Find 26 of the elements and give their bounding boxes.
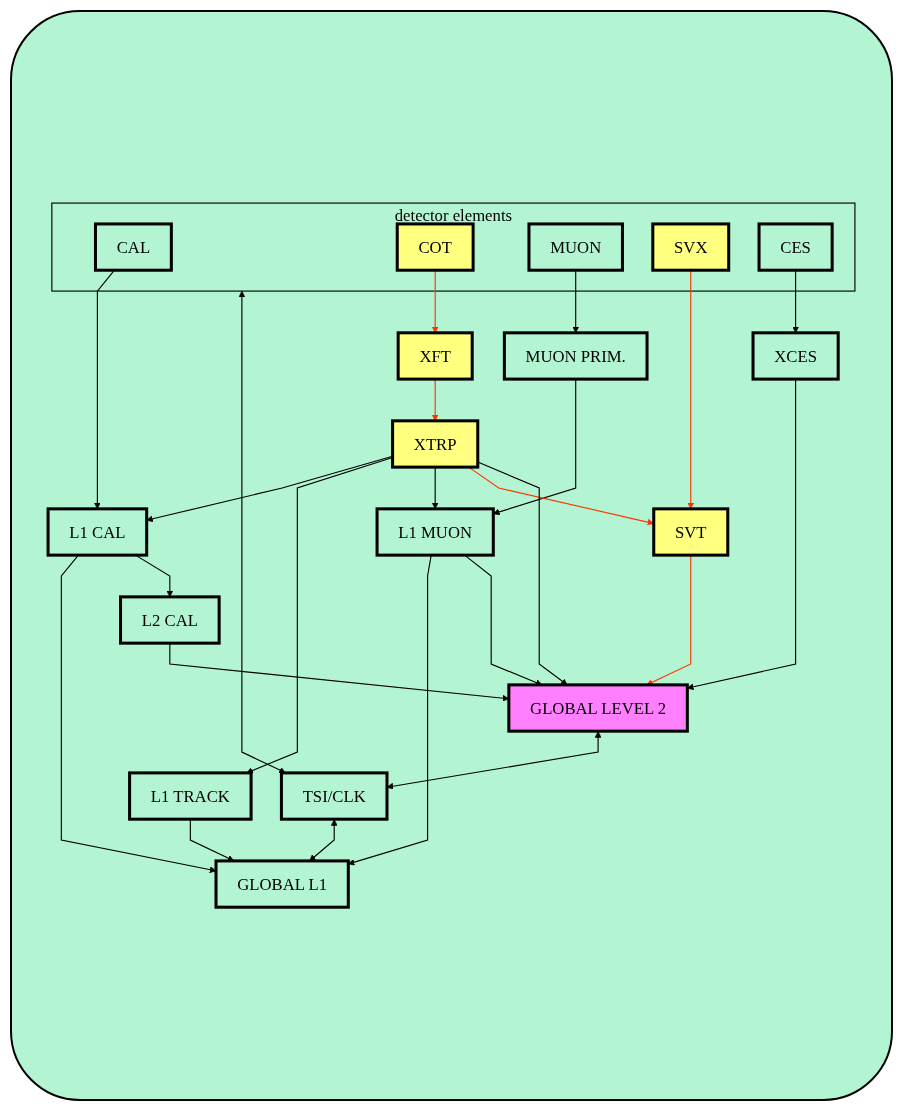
arrow [687,270,695,510]
node-box [46,507,149,557]
node-box [527,222,624,273]
node-box [375,507,495,557]
node-box [279,771,389,822]
arrow [309,819,338,862]
node-box [651,222,731,273]
arrow [792,270,799,334]
arrow [572,270,580,334]
node-box [391,419,480,469]
node-box [93,222,173,273]
panel-background: detector elements CAL COT MUON SVX CES XFT MUON PRIM. XCES XTRP L1 CAL L1 TRACK L1 MUON GLOBAL L1 SVT L2 CAL GLOBAL LEVEL 2 TSI/CLK [10,10,893,1101]
node-box [652,507,730,557]
node-box [128,771,253,822]
node-box [507,683,689,734]
arrow [238,291,286,774]
node-box [502,331,649,381]
arrow [94,270,116,510]
node-box [396,331,474,381]
node-box [119,595,221,646]
node-box [395,222,475,273]
cluster [51,202,856,292]
node-box [751,331,840,381]
node-box [757,222,834,273]
node-box [214,859,350,910]
arrow [431,270,439,334]
